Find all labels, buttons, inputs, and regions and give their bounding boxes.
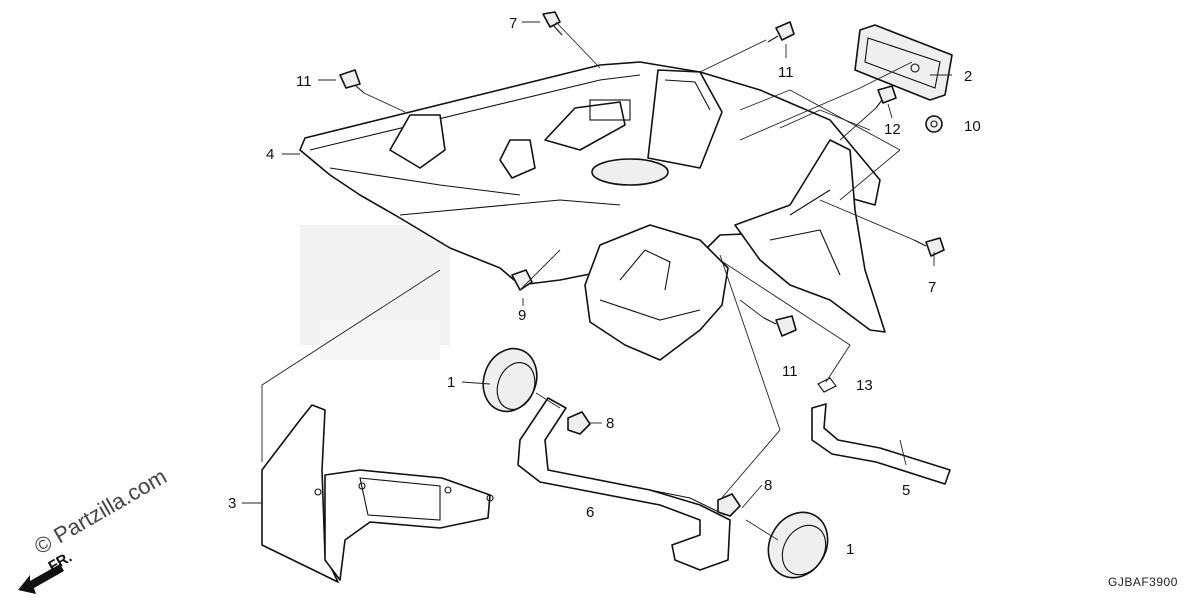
callout-9: 9 — [518, 307, 526, 324]
right-fin[interactable] — [734, 139, 886, 333]
part-5-hose[interactable] — [811, 403, 951, 485]
callout-4: 4 — [266, 146, 274, 163]
callout-13: 13 — [856, 377, 873, 394]
part-8-nut-lower[interactable] — [717, 493, 741, 517]
callout-10: 10 — [964, 118, 981, 135]
callout-11-mid: 11 — [782, 363, 798, 380]
part-10-nut[interactable] — [925, 115, 943, 133]
callout-11-left: 11 — [296, 73, 312, 90]
callout-2: 2 — [964, 68, 972, 85]
callout-7-top: 7 — [509, 15, 517, 32]
part-1-grommet-lower[interactable] — [757, 502, 839, 589]
callout-8-upper: 8 — [606, 415, 614, 432]
bolt-11-top-right[interactable] — [767, 21, 795, 43]
part-13-clip[interactable] — [817, 377, 837, 393]
part-2-reflector[interactable] — [854, 24, 953, 101]
bolt-11-mid[interactable] — [763, 315, 797, 337]
callout-12: 12 — [884, 121, 901, 138]
lower-box[interactable] — [584, 224, 729, 361]
leader-lines — [242, 21, 952, 541]
bolt-11-left[interactable] — [339, 69, 365, 94]
watermark-text: © Partzilla.com — [30, 464, 171, 560]
bolt-7-right[interactable] — [913, 237, 945, 257]
callout-3: 3 — [228, 495, 236, 512]
callout-7-right: 7 — [928, 279, 936, 296]
part-1-grommet-upper[interactable] — [475, 341, 546, 419]
bolt-7-top[interactable] — [542, 11, 563, 36]
callout-1-upper: 1 — [447, 374, 455, 391]
part-3-splash-guard[interactable] — [261, 404, 494, 583]
part-6-stay[interactable] — [517, 397, 731, 571]
diagram-code: GJBAF3900 — [1108, 575, 1178, 589]
part-8-nut-upper[interactable] — [567, 411, 591, 435]
callout-8-lower: 8 — [764, 477, 772, 494]
bolt-12[interactable] — [875, 85, 897, 109]
front-arrow-icon — [18, 564, 64, 594]
callout-6: 6 — [586, 504, 594, 521]
callout-5: 5 — [902, 482, 910, 499]
nut-9[interactable] — [511, 269, 533, 291]
stipple-shadow — [300, 225, 450, 360]
callout-11-top: 11 — [778, 64, 794, 81]
callout-1-lower: 1 — [846, 541, 854, 558]
